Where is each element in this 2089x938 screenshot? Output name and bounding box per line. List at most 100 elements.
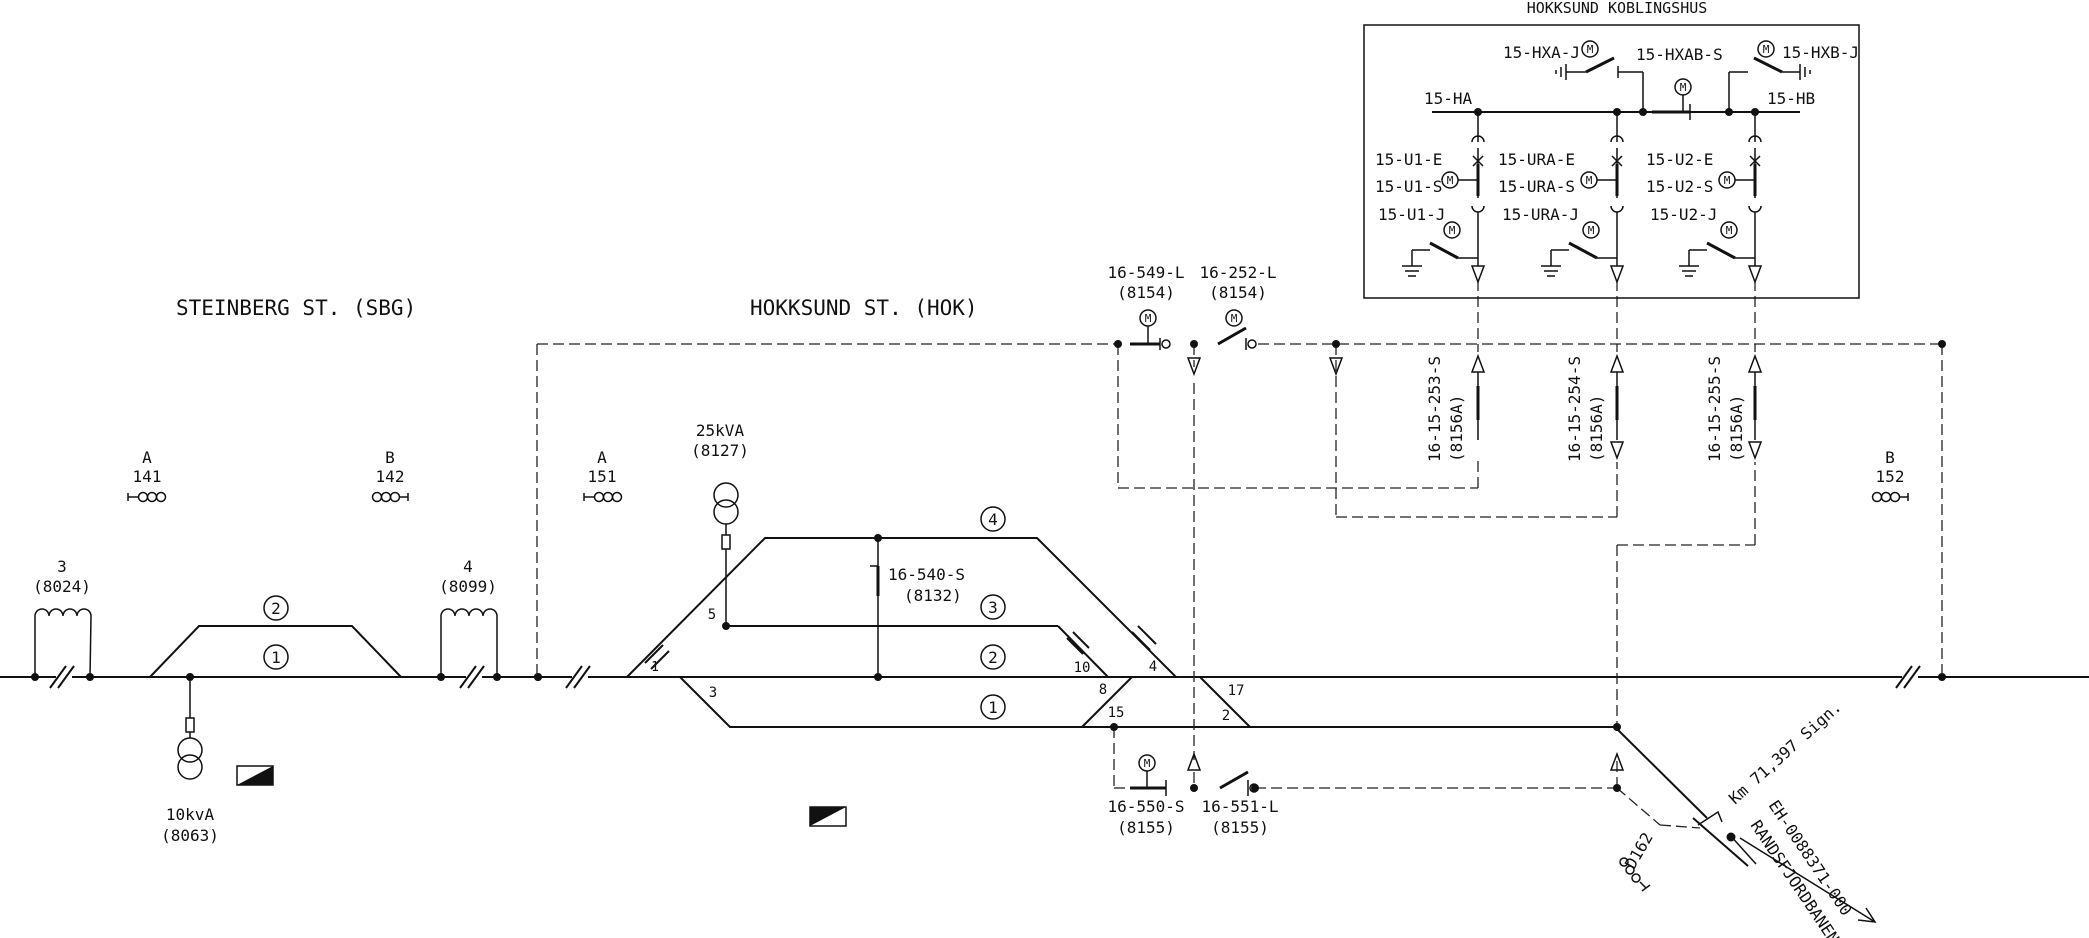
svg-text:(8024): (8024) xyxy=(33,577,91,596)
svg-text:M: M xyxy=(1724,174,1731,187)
feeder-u1: M 15-U1-E 15-U1-S 15-U1-J M xyxy=(1375,112,1486,285)
svg-text:M: M xyxy=(1231,312,1238,325)
svg-text:15-URA-S: 15-URA-S xyxy=(1498,177,1575,196)
svg-text:M: M xyxy=(1587,43,1594,56)
svg-text:16-540-S: 16-540-S xyxy=(888,565,965,584)
steinberg-title: STEINBERG ST. (SBG) xyxy=(176,296,416,320)
svg-text:15: 15 xyxy=(1108,705,1125,721)
svg-text:M: M xyxy=(1145,312,1152,325)
koblingshus: HOKKSUND KOBLINGSHUS 15-HA 15-HB M 15-HX… xyxy=(1363,0,1860,299)
svg-text:A: A xyxy=(597,448,607,467)
koblingshus-title: HOKKSUND KOBLINGSHUS xyxy=(1527,0,1708,17)
svg-text:151: 151 xyxy=(588,467,617,486)
svg-text:10: 10 xyxy=(1074,660,1091,676)
svg-text:(8156A): (8156A) xyxy=(1587,395,1606,462)
svg-text:15-U1-E: 15-U1-E xyxy=(1375,150,1442,169)
svg-text:M: M xyxy=(1588,224,1595,237)
svg-text:3: 3 xyxy=(57,557,67,576)
svg-text:(8155): (8155) xyxy=(1211,818,1269,837)
svg-text:(8155): (8155) xyxy=(1117,818,1175,837)
svg-text:17: 17 xyxy=(1228,683,1245,699)
hok-track-3-label: 3 xyxy=(988,598,998,617)
svg-text:15-URA-E: 15-URA-E xyxy=(1498,150,1575,169)
feeder-lines xyxy=(536,280,1946,829)
svg-text:(8154): (8154) xyxy=(1209,283,1267,302)
disconnector-16-540-s: 16-540-S (8132) xyxy=(870,538,965,677)
svg-text:(8063): (8063) xyxy=(161,826,219,845)
svg-text:10kvA: 10kvA xyxy=(166,805,215,824)
svg-text:16-15-254-S: 16-15-254-S xyxy=(1565,356,1584,462)
disconnector-16-252-l: 16-252-L (8154) M xyxy=(1199,263,1277,350)
svg-text:M: M xyxy=(1449,224,1456,237)
svg-text:16-549-L: 16-549-L xyxy=(1107,263,1184,282)
svg-text:(8156A): (8156A) xyxy=(1447,395,1466,462)
signal-a141: A 141 xyxy=(127,448,167,503)
hok-track-2-label: 2 xyxy=(988,648,998,667)
main-line xyxy=(0,665,2089,689)
disconnector-16-549-l: 16-549-L (8154) M xyxy=(1107,263,1185,350)
transformer-25kva: 25kVA (8127) xyxy=(691,421,749,626)
svg-text:15-HB: 15-HB xyxy=(1767,89,1815,108)
signal-b142: B 142 xyxy=(371,448,409,503)
disconnector-16-15-253-s: 16-15-253-S (8156A) xyxy=(1425,353,1486,462)
svg-text:1: 1 xyxy=(651,660,659,675)
signal-b152: B 152 xyxy=(1871,448,1909,503)
svg-text:15-U2-S: 15-U2-S xyxy=(1646,177,1713,196)
disconnector-16-551-l: 16-551-L (8155) xyxy=(1201,770,1279,837)
svg-text:5: 5 xyxy=(708,607,716,623)
svg-text:(8099): (8099) xyxy=(439,577,497,596)
sbg-track-1-label: 1 xyxy=(271,648,281,667)
svg-text:15-HXA-J: 15-HXA-J xyxy=(1503,43,1580,62)
hok-track-4-label: 4 xyxy=(988,510,998,529)
svg-text:15-HXAB-S: 15-HXAB-S xyxy=(1636,45,1723,64)
signal-d162: D162 xyxy=(1619,829,1657,892)
signal-a151: A 151 xyxy=(583,448,623,503)
svg-text:M: M xyxy=(1144,757,1151,770)
transformer-10kva: 10kvA (8063) xyxy=(161,673,219,845)
svg-text:152: 152 xyxy=(1876,467,1905,486)
svg-text:142: 142 xyxy=(376,467,405,486)
svg-text:2: 2 xyxy=(1222,708,1230,724)
svg-text:8: 8 xyxy=(1099,682,1107,698)
steinberg-station: STEINBERG ST. (SBG) 2 1 xyxy=(149,296,416,678)
sbg-track-2-label: 2 xyxy=(271,599,281,618)
section-4: 4 (8099) xyxy=(439,557,498,677)
svg-text:141: 141 xyxy=(133,467,162,486)
svg-text:M: M xyxy=(1680,81,1687,94)
svg-text:4: 4 xyxy=(463,557,473,576)
svg-text:15-HA: 15-HA xyxy=(1424,89,1473,108)
feeder-u2: M 15-U2-E 15-U2-S 15-U2-J M xyxy=(1646,112,1763,285)
svg-text:B: B xyxy=(1885,448,1895,467)
hok-track-1-label: 1 xyxy=(988,698,998,717)
svg-text:M: M xyxy=(1586,174,1593,187)
svg-text:3: 3 xyxy=(709,685,717,701)
svg-text:(8156A): (8156A) xyxy=(1727,395,1746,462)
boundary-marker xyxy=(236,765,274,786)
hokksund-title: HOKKSUND ST. (HOK) xyxy=(750,296,978,320)
svg-text:4: 4 xyxy=(1149,659,1157,675)
svg-text:(8154): (8154) xyxy=(1117,283,1175,302)
boundary-marker xyxy=(809,806,847,827)
disconnector-16-550-s: M 16-550-S (8155) xyxy=(1107,754,1185,837)
svg-text:15-U1-J: 15-U1-J xyxy=(1378,205,1445,224)
svg-text:(8127): (8127) xyxy=(691,441,749,460)
svg-text:M: M xyxy=(1726,224,1733,237)
hokksund-station: HOKKSUND ST. (HOK) 4 3 2 1 1 3 5 xyxy=(534,296,1757,867)
svg-text:16-15-253-S: 16-15-253-S xyxy=(1425,356,1444,462)
section-3: 3 (8024) xyxy=(33,557,92,678)
svg-text:16-252-L: 16-252-L xyxy=(1199,263,1276,282)
svg-text:15-U2-E: 15-U2-E xyxy=(1646,150,1713,169)
line-labels: Km 71,397 Sign. EH-0088371-000 RANDSFJOR… xyxy=(1725,697,1877,938)
svg-text:M: M xyxy=(1447,174,1454,187)
svg-text:M: M xyxy=(1763,43,1770,56)
feeder-ura: M 15-URA-E 15-URA-S 15-URA-J M xyxy=(1498,112,1625,285)
svg-text:25kVA: 25kVA xyxy=(696,421,745,440)
svg-text:15-HXB-J: 15-HXB-J xyxy=(1782,43,1859,62)
svg-text:(8132): (8132) xyxy=(904,586,962,605)
svg-text:B: B xyxy=(385,448,395,467)
svg-text:16-15-255-S: 16-15-255-S xyxy=(1705,356,1724,462)
km-marker: Km 71,397 Sign. xyxy=(1725,697,1845,808)
svg-text:16-550-S: 16-550-S xyxy=(1107,797,1184,816)
svg-text:A: A xyxy=(142,448,152,467)
